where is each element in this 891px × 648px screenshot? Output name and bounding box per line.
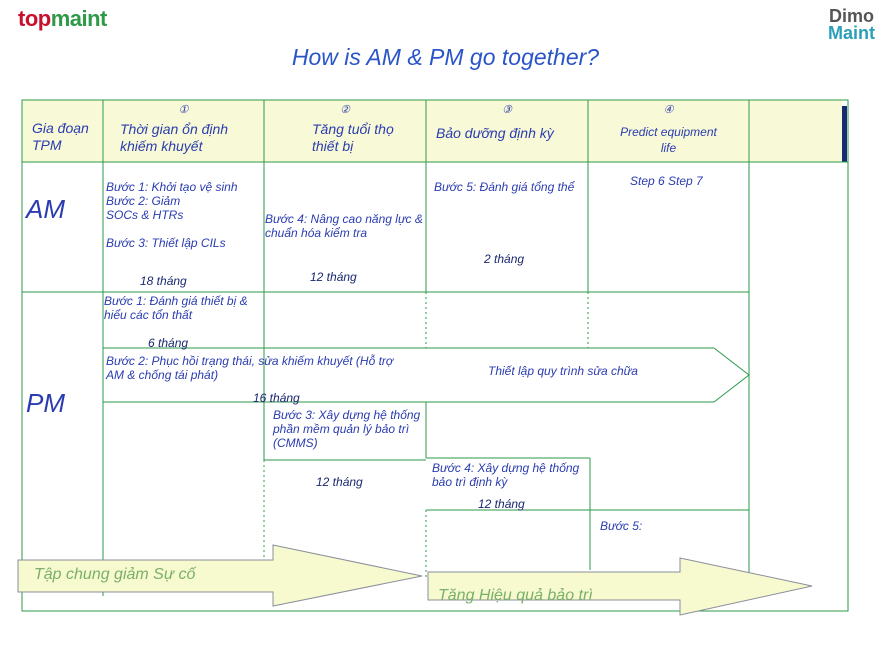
am-duration-1-3: 18 tháng (140, 274, 187, 288)
header-col4: Predict equipment life (620, 125, 717, 155)
header-col1: Thời gian ổn định khiếm khuyết (120, 121, 229, 154)
table-border (21, 99, 849, 612)
right-arrow-label: Tăng Hiệu quả bảo trì (438, 587, 593, 604)
left-arrow-label: Tập chung giảm Sự cố (34, 566, 196, 583)
pm-duration-3: 12 tháng (316, 475, 363, 489)
header-row (22, 100, 842, 162)
pm-step4: Bước 4: Xây dựng hệ thống bảo trì định k… (432, 461, 580, 489)
header-right-bar (842, 106, 847, 162)
am-step5: Bước 5: Đánh giá tổng thể (434, 180, 575, 194)
logo-left-part2: maint (50, 6, 108, 31)
pm-step2: Bước 2: Phục hồi trạng thái, sửa khiếm k… (106, 354, 394, 382)
header-col1-num: ① (178, 104, 189, 116)
pm-duration-2: 16 tháng (253, 391, 300, 405)
topmaint-logo: topmaint (18, 6, 107, 32)
header-col2: Tăng tuổi thọ thiết bị (312, 121, 394, 154)
am-duration-4: 12 tháng (310, 270, 357, 284)
header-col2-num: ② (340, 104, 350, 116)
header-col4-num: ④ (663, 104, 674, 116)
pm-duration-1: 6 tháng (148, 336, 189, 350)
page-title: How is AM & PM go together? (291, 44, 600, 70)
logo-right-line1: Dimo (829, 6, 874, 26)
am-step6-7: Step 6 Step 7 (630, 174, 703, 188)
am-steps-1-3: Bước 1: Khởi tạo vệ sinh Bước 2: Giảm SO… (106, 180, 238, 250)
repair-arrow-head (713, 347, 750, 403)
header-col3-num: ③ (502, 104, 512, 116)
header-col3: Bảo dưỡng định kỳ (436, 125, 554, 141)
logo-right-line2: Maint (828, 23, 875, 43)
pm-duration-4: 12 tháng (478, 497, 525, 511)
pm-step3: Bước 3: Xây dựng hệ thống phần mềm quản … (273, 408, 421, 450)
am-duration-5: 2 tháng (484, 252, 525, 266)
am-step4: Bước 4: Nâng cao năng lực & chuẩn hóa ki… (265, 212, 423, 240)
pm-label: PM (26, 388, 65, 418)
logo-left-part1: top (18, 6, 51, 31)
header-col0: Gia đoạn TPM (32, 120, 89, 153)
pm-step1: Bước 1: Đánh giá thiết bị & hiểu các tổn… (104, 294, 248, 322)
left-big-arrow (17, 544, 423, 607)
pm-repair-process: Thiết lập quy trình sửa chữa (488, 364, 638, 378)
am-label: AM (26, 194, 65, 224)
pm-step5: Bước 5: (600, 519, 643, 533)
dimomaint-logo: Dimo Maint (828, 6, 875, 43)
right-big-arrow (427, 557, 813, 616)
